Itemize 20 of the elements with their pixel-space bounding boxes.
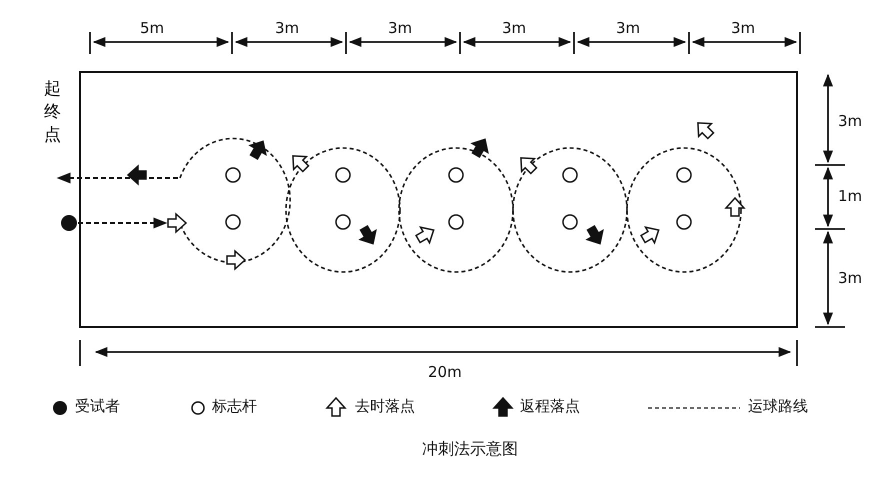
legend-label: 去时落点	[355, 398, 415, 414]
dimension-label: 3m	[838, 113, 862, 130]
dimension-label: 3m	[388, 20, 412, 36]
dimension-label: 3m	[616, 20, 640, 36]
legend-label: 标志杆	[212, 398, 257, 414]
legend-label: 运球路线	[748, 398, 808, 414]
route-arrow	[78, 217, 168, 229]
legend-label: 受试者	[75, 398, 120, 414]
dimension-label: 5m	[140, 20, 164, 36]
dimension-label: 3m	[731, 20, 756, 36]
dimension-label: 3m	[275, 20, 300, 36]
caption: 冲刺法示意图	[421, 440, 519, 458]
dimension-label: 3m	[838, 270, 862, 286]
legend-label: 返程落点	[520, 398, 580, 414]
dimension-label: 20m	[428, 364, 462, 380]
test-subject-dot	[61, 215, 77, 231]
dimension-label: 1m	[838, 188, 862, 204]
dimension-label: 3m	[502, 20, 526, 36]
route-arrow	[56, 172, 178, 184]
start-finish-label: 起终点	[44, 78, 66, 147]
